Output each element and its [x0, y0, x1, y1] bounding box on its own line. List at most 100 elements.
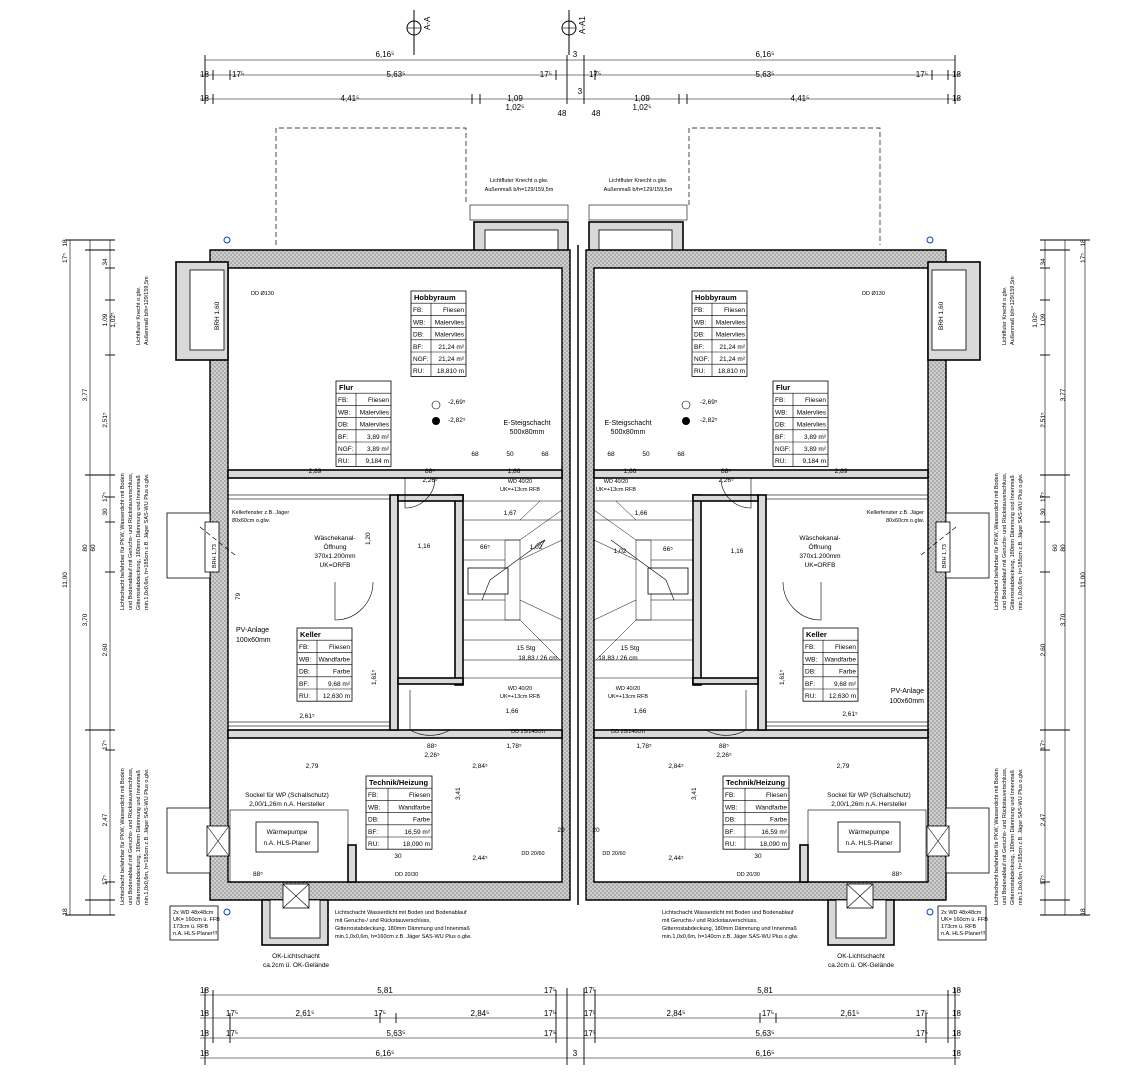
wd48-2-left: UK= 160cm ü. FFB: [173, 917, 220, 923]
side-lightwell-tr: BRH 1,60: [927, 261, 981, 361]
dim-bottom-label: 17⁵: [544, 1009, 556, 1018]
doors: [199, 477, 957, 736]
dim-top-r3-3: 1,09: [507, 94, 523, 103]
dim-left-label: 17⁵: [102, 740, 109, 750]
staircase-right: 15 Stg 18,83 / 26 cm: [593, 500, 694, 679]
int-dim-68b-r: 68: [677, 451, 685, 458]
interior-walls-left: [227, 469, 563, 883]
dim-top-r3-9: 18: [952, 94, 961, 103]
room-attr-value: Malervlies: [360, 409, 390, 416]
dim-right-label: 2,51⁵: [1040, 412, 1047, 428]
lsm-1-right: Lichtschacht Wasserdicht mit Boden und B…: [662, 910, 794, 916]
uk-top-left: UK=+13cm RFB: [500, 487, 540, 493]
wp-label-right: Wärmepumpe: [849, 829, 890, 836]
room-name: Technik/Heizung: [369, 778, 428, 787]
dim-top-r2-5: 17⁵: [589, 70, 601, 79]
dim-right-label: 1,02⁵: [1032, 312, 1039, 328]
int-dim-102-r: 1,02: [614, 548, 627, 555]
room-attr-key: BF:: [338, 434, 348, 441]
room-attr-value: Malervlies: [797, 422, 827, 429]
side-ls1-right-mid: Lichtschacht befahrbar für PKW, Wasserdi…: [994, 473, 1000, 610]
dim-bottom-label: 17⁵: [584, 986, 596, 995]
bottom-lightwell-left: [261, 883, 329, 946]
int-dim-341-l: 3,41: [455, 787, 462, 800]
dim-left-label: 17⁵: [62, 253, 69, 263]
side-ls2-left-bot: und Bodenablauf mit Geruchs- und Rücksta…: [128, 767, 134, 905]
side-notes-left: Lichtfluter Knecht o.glw. Außenmaß b/h=1…: [120, 276, 150, 905]
room-attr-value: 18,810 m: [437, 368, 464, 375]
side-ls3-right-bot: Gitterrostabdeckung, 180mm Dämmung und I…: [1010, 770, 1016, 905]
wp-label-left: Wärmepumpe: [267, 829, 308, 836]
side-ls3-left-mid: Gitterrostabdeckung, 180mm Dämmung und I…: [136, 475, 142, 610]
room-attr-key: RU:: [725, 841, 736, 848]
side-ls4-right-bot: min.1,0x0,6m, h=185cm z.B. Jäger SAS-WU …: [1018, 768, 1024, 905]
dim-top-48-r: 48: [592, 109, 601, 118]
int-dim-665-r: 66⁵: [663, 546, 673, 553]
room-attr-key: FB:: [694, 307, 704, 314]
dim-top-r2-1: 18: [200, 70, 209, 79]
dim-bottom-label: 18: [200, 1009, 209, 1018]
room-attr-value: Wandfarbe: [824, 656, 856, 663]
room-attr-value: Fliesen: [409, 792, 430, 799]
side-notes-right: Lichtfluter Knecht o.glw. Außenmaß b/h=1…: [994, 276, 1024, 905]
room-attr-key: BF:: [694, 344, 704, 351]
side-lf-left: Lichtfluter Knecht o.glw.: [136, 286, 142, 345]
room-attr-key: FB:: [299, 644, 309, 651]
dim-left-label: 1,02⁵: [110, 312, 117, 328]
room-attr-value: Farbe: [413, 817, 430, 824]
bottom-notes: Lichtschacht Wasserdicht mit Boden und B…: [169, 905, 988, 969]
waesche-1-right: Wäschekanal-: [799, 535, 840, 542]
room-attr-key: WB:: [299, 656, 311, 663]
room-attr-key: DB:: [725, 817, 736, 824]
dim-right-label: 3,70: [1060, 613, 1067, 626]
room-attr-value: 9,184 m: [803, 458, 827, 465]
room-attr-key: DB:: [338, 422, 349, 429]
dim-bottom-label: 18: [952, 1049, 961, 1058]
wd48-4-right: n.A. HLS-Planer!!!: [941, 931, 986, 937]
room-table-keller-l: KellerFB:FliesenWB:WandfarbeDB:FarbeBF:9…: [296, 627, 353, 702]
waesche-3-left: 370x1.200mm: [314, 553, 355, 560]
int-dim-1615-r: 1,61⁵: [779, 669, 786, 685]
dim-right-label: 18: [1080, 239, 1087, 247]
int-dim-167-l: 1,67: [504, 510, 517, 517]
int-dim-2265-r: 2,26⁵: [718, 477, 734, 484]
dim-right-label: 30: [1040, 508, 1047, 516]
dim-right-label: 34: [1040, 258, 1047, 266]
dim-right-label: 3,77: [1060, 388, 1067, 401]
dim-top-r3-7: 1,02⁵: [633, 103, 652, 112]
dim-right-label: 17⁵: [1040, 740, 1047, 750]
side-ls3-left-bot: Gitterrostabdeckung, 180mm Dämmung und I…: [136, 770, 142, 905]
dim-left-label: 34: [102, 258, 109, 266]
side-ls4-left-mid: min.1,0x0,6m, h=185cm z.B. Jäger SAS-WU …: [144, 473, 150, 610]
room-attr-key: DB:: [775, 422, 786, 429]
room-attr-value: 3,89 m²: [367, 446, 390, 453]
dim-bottom-label: 17⁵: [762, 1009, 774, 1018]
room-name: Flur: [339, 383, 353, 392]
int-dim-166a-r: 1,66: [635, 510, 648, 517]
pv-sub-left: 100x60mm: [236, 637, 271, 644]
int-dim-2845-r: 2,84⁵: [668, 763, 684, 770]
lsm-1-left: Lichtschacht Wasserdicht mit Boden und B…: [335, 910, 467, 916]
lichtfluter-size-l: Außenmaß b/h=129/159,5m: [485, 187, 554, 193]
wd-bot-right: WD 40/20: [616, 686, 640, 692]
terrace-outline: [275, 127, 881, 245]
kellerfenster-right: Kellerfenster z.B. Jäger: [867, 510, 924, 516]
room-attr-value: Malervlies: [435, 332, 465, 339]
sockel-sub-left: 2,00/1,26m n.A. Hersteller: [249, 801, 325, 808]
int-dim-885b-r: 88⁵: [719, 743, 729, 750]
dim-left-label: 17⁵: [102, 875, 109, 885]
dim-right-label: 2,47: [1040, 813, 1047, 826]
room-attr-value: Wandfarbe: [318, 656, 350, 663]
room-attr-value: 21,24 m²: [719, 344, 745, 351]
dim-bottom-label: 2,84⁵: [667, 1009, 686, 1018]
room-attr-key: NGF:: [338, 446, 354, 453]
dim-bottom-label: 17⁵: [584, 1009, 596, 1018]
heat-pump-left: Wärmepumpe n.A. HLS-Planer Sockel für WP…: [229, 792, 349, 883]
room-attr-value: 18,810 m: [718, 368, 745, 375]
room-attr-value: Malervlies: [435, 319, 465, 326]
room-attr-value: Fliesen: [766, 792, 787, 799]
dim-left-label: 3,77: [82, 388, 89, 401]
dim-top-r2-2: 17⁵: [232, 70, 244, 79]
dim-bottom-label: 18: [200, 1029, 209, 1038]
int-dim-30-r: 30: [754, 853, 762, 860]
